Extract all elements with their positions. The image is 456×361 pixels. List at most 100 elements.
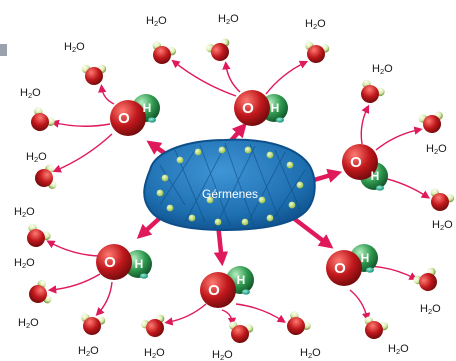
germ-surface-dot bbox=[288, 201, 296, 209]
germ-surface-dot bbox=[244, 146, 252, 154]
water-molecule bbox=[31, 107, 55, 131]
germ-surface-dot bbox=[241, 218, 249, 226]
hydrogen-symbol: H bbox=[371, 169, 380, 183]
arrow-germ-to-radical bbox=[136, 214, 164, 239]
arrow-radical-to-water bbox=[46, 240, 99, 257]
oxygen-atom bbox=[110, 100, 146, 136]
oxygen-symbol: O bbox=[104, 254, 116, 271]
water-molecule bbox=[229, 321, 254, 343]
arrow-radical-to-water bbox=[52, 133, 113, 173]
water-label: H2O bbox=[14, 206, 35, 219]
germ-cell: Gérmenes bbox=[143, 138, 316, 232]
germ-surface-dot bbox=[176, 156, 184, 164]
oxygen-atom bbox=[431, 193, 449, 211]
oxygen-symbol: O bbox=[118, 110, 130, 127]
arrow-radical-to-water bbox=[235, 303, 286, 323]
arrow-radical-to-water bbox=[171, 59, 237, 97]
water-label: H2O bbox=[78, 345, 99, 358]
water-molecule bbox=[305, 41, 330, 63]
germ-surface-dot bbox=[266, 214, 274, 222]
oxygen-atom bbox=[365, 321, 383, 339]
water-label: H2O bbox=[146, 15, 167, 28]
arrow-radical-to-water bbox=[47, 273, 101, 294]
water-molecule bbox=[413, 267, 437, 291]
oxygen-atom bbox=[419, 273, 437, 291]
arrow-radical-to-water bbox=[265, 60, 309, 95]
oxygen-atom bbox=[307, 45, 325, 63]
oxygen-atom bbox=[211, 43, 229, 61]
arrow-radical-to-water bbox=[98, 84, 115, 105]
oxygen-atom bbox=[29, 285, 47, 303]
oxygen-atom bbox=[231, 325, 249, 343]
water-label: H2O bbox=[26, 151, 47, 164]
water-label: H2O bbox=[20, 87, 41, 100]
water-label: H2O bbox=[432, 219, 453, 232]
hydroxyl-radical: OH bbox=[110, 94, 160, 136]
unpaired-electron bbox=[140, 273, 148, 279]
arrow-radical-to-water bbox=[50, 119, 111, 128]
water-molecule bbox=[205, 38, 230, 61]
oxygen-symbol: O bbox=[242, 100, 254, 117]
germ-surface-dot bbox=[161, 174, 169, 182]
oxygen-atom bbox=[146, 319, 164, 337]
oxygen-atom bbox=[200, 272, 236, 308]
water-molecule bbox=[27, 223, 51, 247]
germ-surface-dot bbox=[296, 181, 304, 189]
oxygen-atom bbox=[31, 113, 49, 131]
germ-surface-dot bbox=[166, 204, 174, 212]
hydrogen-symbol: H bbox=[361, 251, 370, 265]
unpaired-electron bbox=[148, 117, 156, 123]
unpaired-electron bbox=[276, 117, 284, 123]
arrow-radical-to-water bbox=[349, 289, 371, 322]
water-label: H2O bbox=[218, 13, 239, 26]
unpaired-electron bbox=[366, 267, 374, 273]
oxygen-atom bbox=[153, 46, 171, 64]
oxygen-atom bbox=[234, 90, 270, 126]
water-label: H2O bbox=[212, 349, 233, 361]
arrow-radical-to-water bbox=[95, 281, 113, 317]
oxygen-atom bbox=[342, 144, 378, 180]
oxygen-symbol: O bbox=[208, 282, 220, 299]
water-label: H2O bbox=[14, 257, 35, 270]
arrow-radical-to-water bbox=[222, 61, 241, 93]
oxygen-atom bbox=[35, 169, 53, 187]
water-label: H2O bbox=[144, 347, 165, 360]
water-label: H2O bbox=[64, 41, 85, 54]
germ-surface-dot bbox=[156, 189, 164, 197]
water-molecule bbox=[287, 311, 311, 335]
unpaired-electron bbox=[376, 185, 384, 191]
germ-label: Gérmenes bbox=[202, 187, 258, 201]
oxygen-atom bbox=[27, 229, 45, 247]
hydrogen-symbol: H bbox=[237, 273, 246, 287]
arrow-radical-to-water bbox=[164, 303, 207, 326]
oxygen-symbol: O bbox=[334, 260, 346, 277]
water-molecule bbox=[364, 316, 389, 339]
water-molecule bbox=[35, 164, 57, 189]
water-molecule bbox=[81, 64, 107, 85]
germ-surface-dot bbox=[266, 151, 274, 159]
water-molecule bbox=[418, 111, 443, 133]
hydroxyl-radical: OH bbox=[342, 144, 388, 191]
water-molecule bbox=[140, 314, 165, 337]
germ-surface-dot bbox=[194, 148, 202, 156]
oxygen-atom bbox=[287, 317, 305, 335]
hydroxyl-radical: OH bbox=[326, 244, 378, 286]
germ-surface-dot bbox=[206, 196, 214, 204]
water-label: H2O bbox=[18, 317, 39, 330]
corner-mark bbox=[0, 44, 7, 56]
water-label: H2O bbox=[426, 143, 447, 156]
oxygen-atom bbox=[361, 85, 379, 103]
germ-texture bbox=[159, 142, 306, 229]
oxygen-atom bbox=[96, 244, 132, 280]
water-label: H2O bbox=[420, 303, 441, 316]
hydroxyl-radical: OH bbox=[200, 266, 254, 308]
water-label: H2O bbox=[300, 347, 321, 360]
hydrogen-symbol: H bbox=[143, 101, 152, 115]
unpaired-electron bbox=[242, 289, 250, 295]
oxygen-atom bbox=[423, 115, 441, 133]
oxygen-atom bbox=[85, 67, 103, 85]
